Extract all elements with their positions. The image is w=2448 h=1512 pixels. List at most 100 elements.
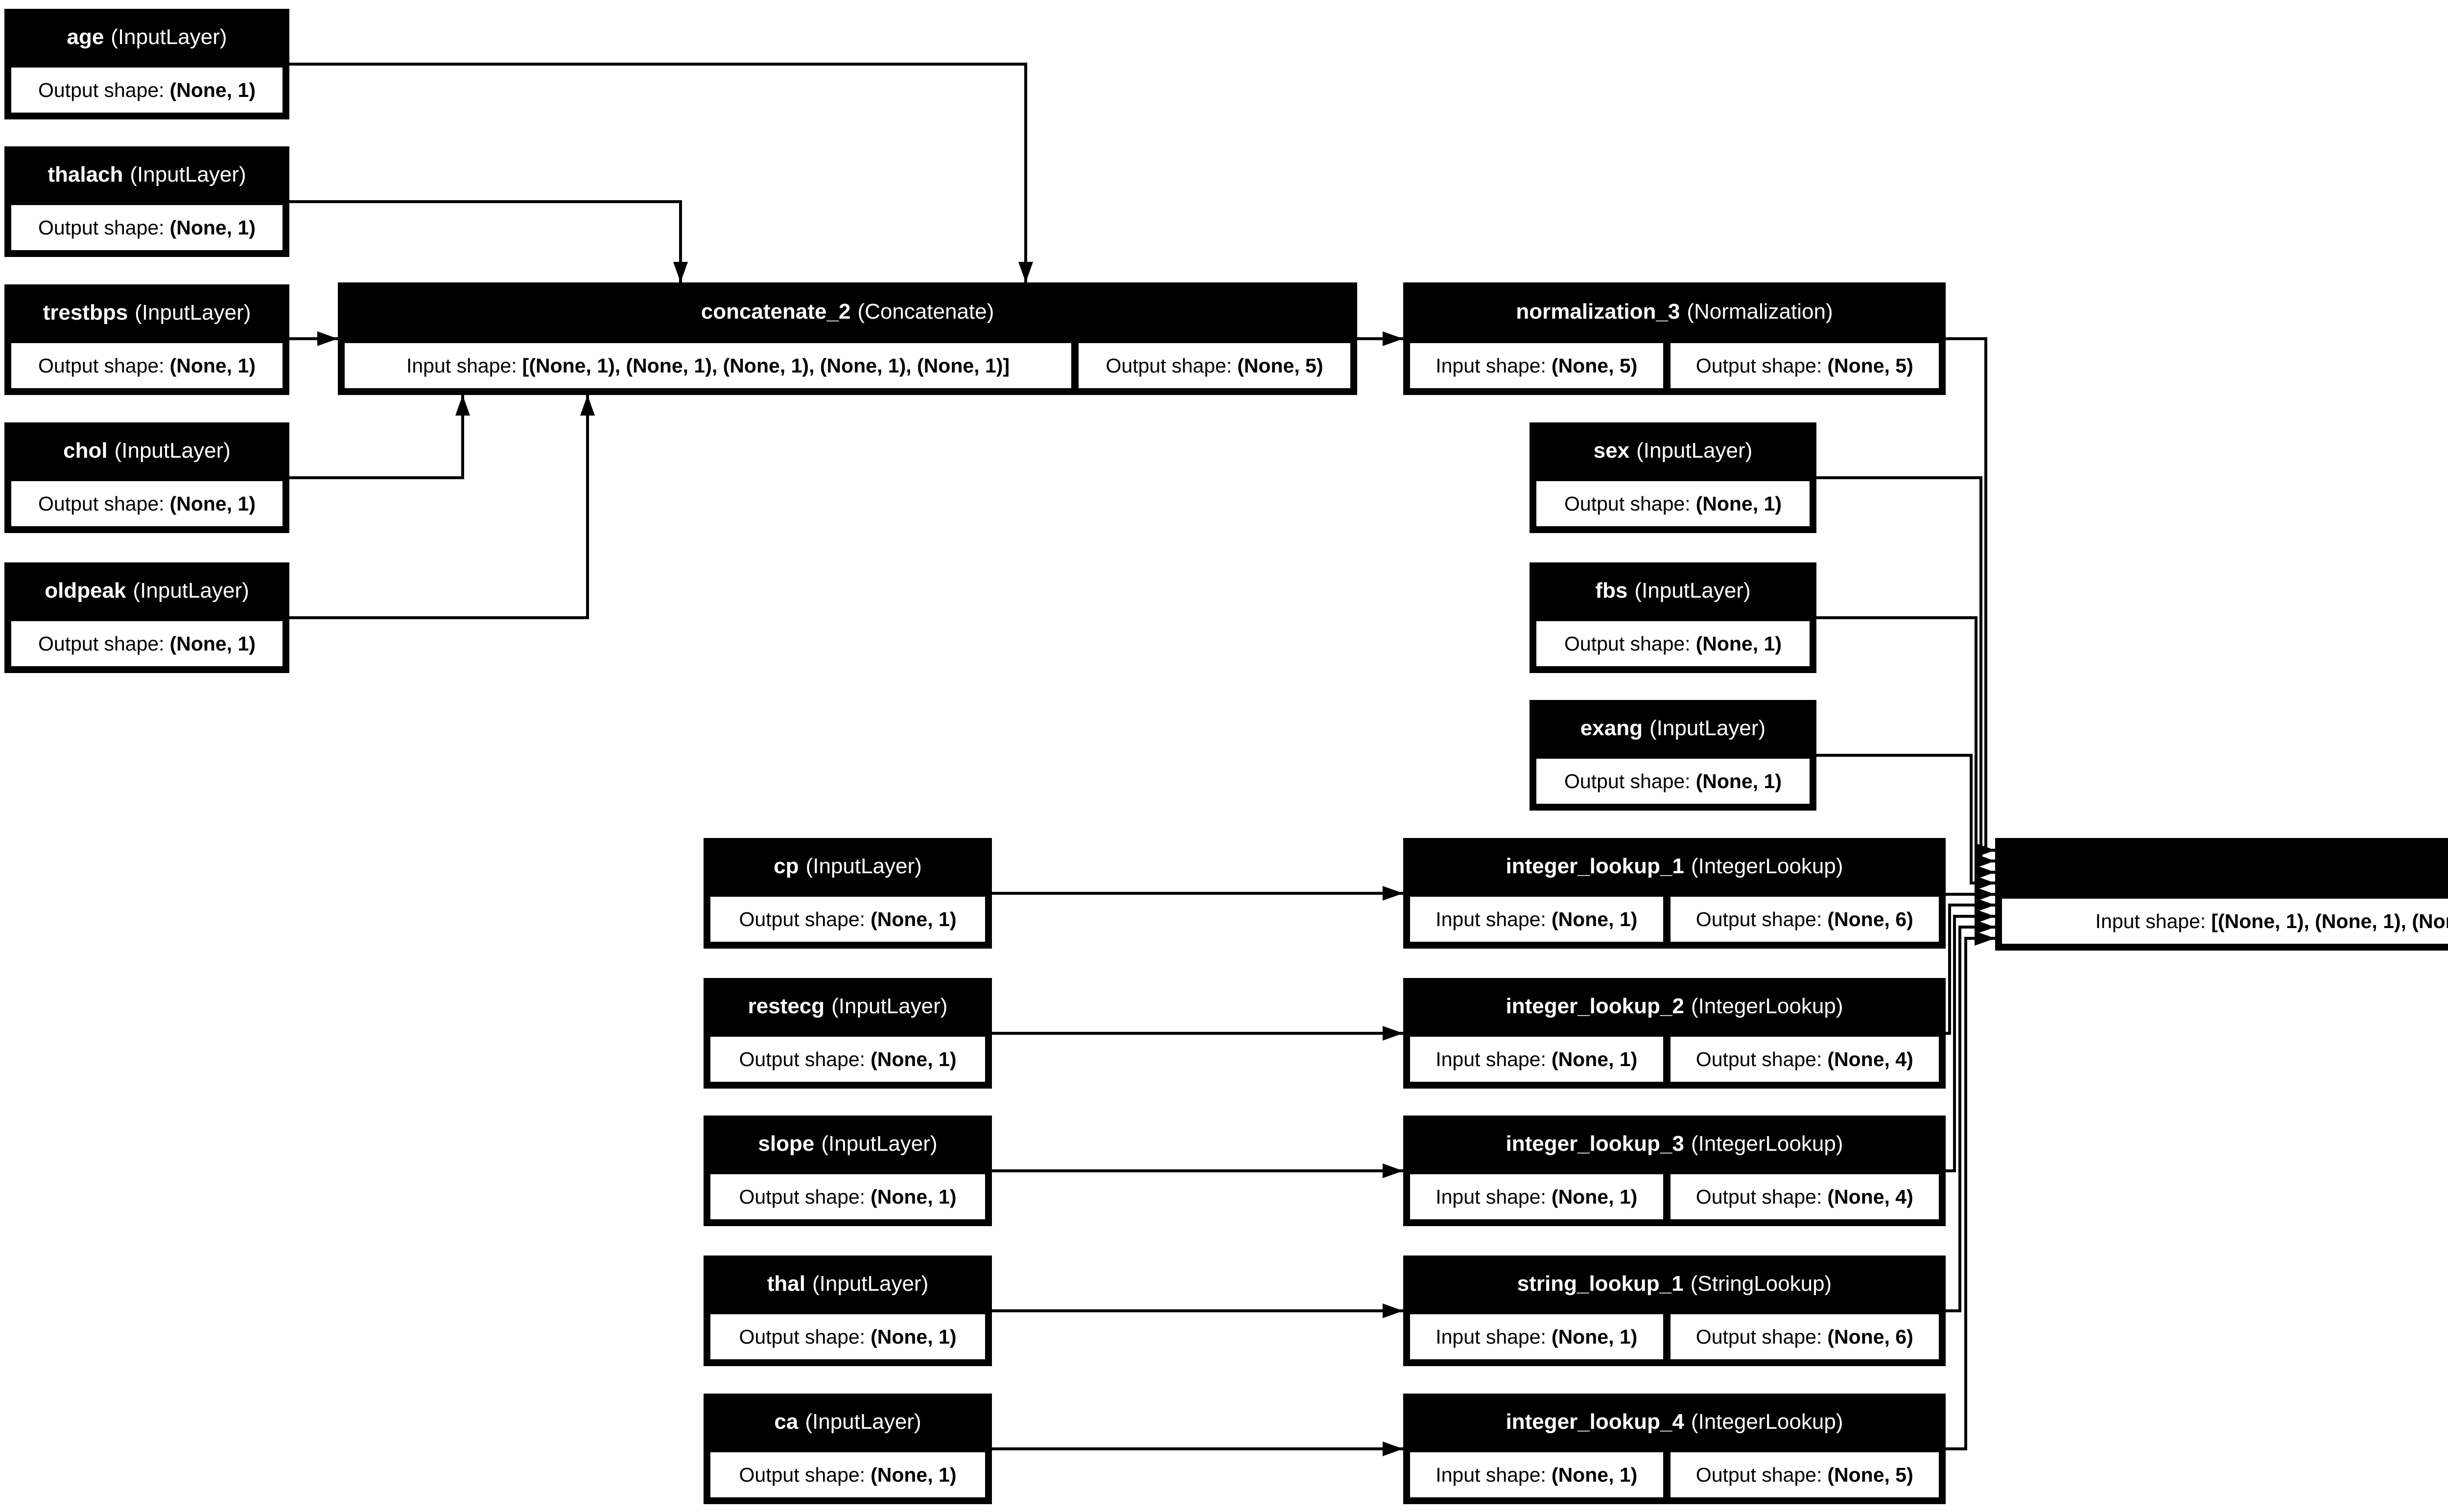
layer-node-sex: sex(InputLayer) Output shape:(None, 1): [1530, 422, 1816, 533]
layer-title: age (InputLayer): [4, 9, 289, 66]
layer-name: trestbps: [43, 301, 128, 325]
edge-string_lookup_1-concatenate_3: [1946, 920, 1995, 1312]
layer-name: thal: [767, 1272, 805, 1296]
output-shape-value: (None, 1): [1695, 632, 1782, 655]
output-shape-value: (None, 6): [1827, 1325, 1913, 1348]
output-shape-value: (None, 1): [1695, 492, 1782, 515]
input-shape-value: (None, 1): [1551, 1325, 1638, 1348]
output-shape-value: (None, 5): [1237, 354, 1323, 377]
layer-class: (InputLayer): [111, 25, 227, 49]
edge-chol-concatenate_2: [289, 395, 470, 479]
edge-age-concatenate_2: [289, 63, 1033, 282]
layer-node-cp: cp(InputLayer) Output shape:(None, 1): [704, 838, 992, 949]
layer-class: (InputLayer): [821, 1132, 938, 1156]
layer-name: integer_lookup_3: [1506, 1132, 1684, 1156]
layer-title: integer_lookup_3(IntegerLookup): [1403, 1116, 1946, 1172]
layer-name: oldpeak: [45, 579, 126, 603]
layer-name: sex: [1593, 439, 1630, 463]
layer-title: cp(InputLayer): [704, 838, 992, 895]
input-shape-value: (None, 5): [1551, 354, 1638, 377]
layer-title: integer_lookup_1(IntegerLookup): [1403, 838, 1946, 895]
layer-name: fbs: [1595, 579, 1628, 603]
output-shape-cell: Output shape:(None, 1): [9, 479, 284, 528]
layer-class: (InputLayer): [812, 1272, 929, 1296]
layer-node-fbs: fbs(InputLayer) Output shape:(None, 1): [1530, 562, 1816, 673]
layer-name: normalization_3: [1516, 300, 1680, 324]
layer-class: (StringLookup): [1690, 1272, 1832, 1296]
layer-title: trestbps (InputLayer): [4, 284, 289, 341]
input-shape-cell: Input shape:[(None, 1), (None, 1), (None…: [2000, 897, 2448, 946]
layer-name: integer_lookup_4: [1506, 1410, 1684, 1434]
edge-fbs-concatenate_3: [1816, 616, 1995, 880]
output-shape-value: (None, 1): [169, 492, 256, 515]
layer-node-integer_lookup_2: integer_lookup_2(IntegerLookup) Input sh…: [1403, 978, 1946, 1089]
layer-node-integer_lookup_4: integer_lookup_4(IntegerLookup) Input sh…: [1403, 1394, 1946, 1504]
input-shape-cell: Input shape:(None, 1): [1408, 1035, 1665, 1084]
layer-node-thalach: thalach(InputLayer) Output shape:(None, …: [4, 146, 289, 257]
output-shape-cell: Output shape:(None, 1): [9, 341, 284, 390]
output-shape-cell: Output shape:(None, 5): [1077, 341, 1352, 390]
input-shape-value: (None, 1): [1551, 907, 1638, 930]
output-shape-cell: Output shape:(None, 4): [1668, 1172, 1941, 1221]
layer-name: chol: [63, 439, 108, 463]
output-shape-cell: Output shape:(None, 1): [708, 1172, 987, 1221]
layer-class: (InputLayer): [805, 1410, 921, 1434]
output-shape-value: (None, 4): [1827, 1047, 1913, 1070]
output-shape-cell: Output shape:(None, 6): [1668, 895, 1941, 944]
edge-sex-concatenate_3: [1816, 476, 1995, 868]
layer-class: (InputLayer): [114, 439, 231, 463]
layer-title: chol(InputLayer): [4, 422, 289, 479]
layer-class: (InputLayer): [135, 301, 251, 325]
layer-name: exang: [1580, 716, 1643, 740]
output-shape-value: (None, 1): [871, 1463, 957, 1486]
layer-node-thal: thal(InputLayer) Output shape:(None, 1): [704, 1256, 992, 1366]
input-shape-cell: Input shape:(None, 1): [1408, 895, 1665, 944]
output-shape-cell: Output shape:(None, 1): [1534, 757, 1812, 806]
layer-title: string_lookup_1(StringLookup): [1403, 1256, 1946, 1312]
layer-title: thal (InputLayer): [704, 1256, 992, 1312]
layer-title: integer_lookup_4 (IntegerLookup): [1403, 1394, 1946, 1450]
layer-class: (InputLayer): [1634, 579, 1751, 603]
layer-class: (IntegerLookup): [1691, 1410, 1843, 1434]
output-shape-cell: Output shape:(None, 1): [708, 1450, 987, 1499]
output-shape-cell: Output shape:(None, 1): [708, 895, 987, 944]
layer-title: slope(InputLayer): [704, 1116, 992, 1172]
layer-title: oldpeak (InputLayer): [4, 562, 289, 619]
layer-title: normalization_3 (Normalization): [1403, 282, 1946, 341]
edge-integer_lookup_4-concatenate_3: [1946, 931, 1995, 1450]
input-shape-cell: Input shape:(None, 1): [1408, 1312, 1665, 1361]
layer-name: restecg: [748, 994, 825, 1018]
output-shape-value: (None, 5): [1827, 354, 1913, 377]
input-shape-cell: Input shape:[(None, 1), (None, 1), (None…: [343, 341, 1074, 390]
layer-name: age: [67, 25, 104, 49]
input-shape-value: (None, 1): [1551, 1185, 1638, 1208]
output-shape-value: (None, 5): [1827, 1463, 1913, 1486]
output-shape-cell: Output shape:(None, 5): [1668, 341, 1941, 390]
output-shape-value: (None, 1): [169, 632, 256, 655]
layer-node-restecg: restecg(InputLayer) Output shape:(None, …: [704, 978, 992, 1089]
layer-node-oldpeak: oldpeak(InputLayer) Output shape:(None, …: [4, 562, 289, 673]
layer-name: string_lookup_1: [1517, 1272, 1684, 1296]
layer-title: exang(InputLayer): [1530, 700, 1816, 757]
output-shape-cell: Output shape:(None, 1): [708, 1035, 987, 1084]
output-shape-cell: Output shape:(None, 1): [1534, 479, 1812, 528]
layer-title: fbs(InputLayer): [1530, 562, 1816, 619]
output-shape-cell: Output shape:(None, 4): [1668, 1035, 1941, 1084]
layer-node-trestbps: trestbps (InputLayer) Output shape:(None,…: [4, 284, 289, 395]
output-shape-value: (None, 1): [169, 216, 256, 239]
output-shape-value: (None, 1): [871, 1325, 957, 1348]
layer-title: sex(InputLayer): [1530, 422, 1816, 479]
layer-class: (Normalization): [1687, 300, 1833, 324]
input-shape-cell: Input shape:(None, 5): [1408, 341, 1665, 390]
layer-name: cp: [774, 854, 799, 878]
layer-name: integer_lookup_1: [1506, 854, 1684, 878]
output-shape-value: (None, 6): [1827, 907, 1913, 930]
layer-node-exang: exang(InputLayer) Output shape:(None, 1): [1530, 700, 1816, 811]
output-shape-cell: Output shape:(None, 1): [1534, 619, 1812, 668]
output-shape-value: (None, 1): [169, 78, 256, 101]
input-shape-value: (None, 1): [1551, 1463, 1638, 1486]
layer-name: ca: [774, 1410, 799, 1434]
layer-node-chol: chol(InputLayer) Output shape:(None, 1): [4, 422, 289, 533]
layer-class: (InputLayer): [133, 579, 249, 603]
layer-node-concatenate_3: concatenate_3(Concatenate) Input shape:[…: [1995, 838, 2448, 951]
